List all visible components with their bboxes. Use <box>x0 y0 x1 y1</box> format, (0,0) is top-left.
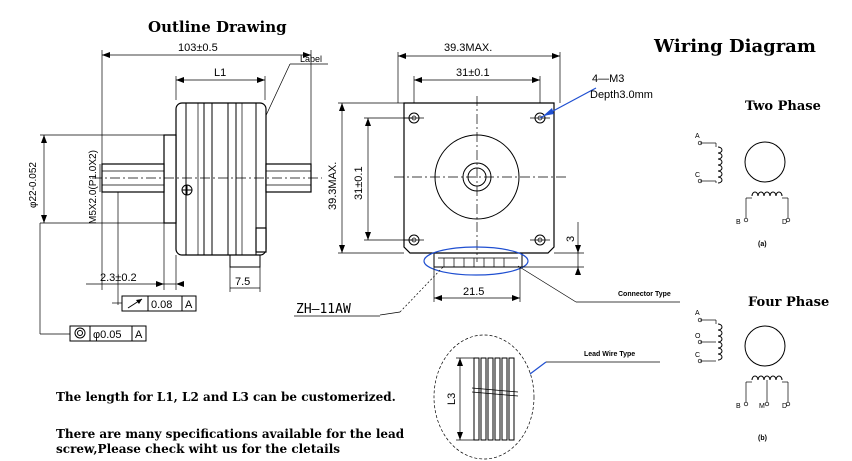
four-phase-title: Four Phase <box>748 295 829 310</box>
connector-width-dim: 21.5 <box>463 286 484 298</box>
thread-dim: M5X2.0(P1.0X2) <box>88 150 99 224</box>
lead-wire-detail: L3 Lead Wire Type <box>433 334 660 460</box>
four-phase-terminal-o: O <box>695 333 701 340</box>
width-max-dim: 39.3MAX. <box>444 42 492 54</box>
concentric-datum: A <box>135 329 143 341</box>
four-phase-terminal-d: D <box>782 403 787 410</box>
four-phase-terminal-c: C <box>695 352 700 359</box>
connector-part-callout: ZH—11AW <box>296 302 351 317</box>
tab-dim: 7.5 <box>235 276 250 288</box>
mount-holes-callout: 4—M3 <box>592 73 624 85</box>
lead-wire-type-callout: Lead Wire Type <box>584 351 635 358</box>
concentric-value: φ0.05 <box>93 329 122 341</box>
two-phase-terminal-a: A <box>695 133 700 140</box>
label-callout: Label <box>300 54 322 64</box>
depth-callout: Depth3.0mm <box>590 89 653 101</box>
connector-pins <box>443 258 505 267</box>
runout-value: 0.08 <box>151 299 172 311</box>
two-phase-caption: (a) <box>758 241 767 248</box>
overall-length-dim: 103±0.5 <box>178 42 218 54</box>
outline-drawing-title: Outline Drawing <box>148 18 287 36</box>
note-customizable-lengths: The length for L1, L2 and L3 can be cust… <box>56 390 396 404</box>
four-phase-terminal-b: B <box>736 403 741 410</box>
two-phase-terminal-d: D <box>782 219 787 226</box>
concentricity-tolerance: φ0.05 A <box>69 325 147 342</box>
two-phase-diagram: Two Phase A C B D (a) <box>695 99 821 248</box>
runout-datum: A <box>185 299 193 311</box>
motor-side-view: 103±0.5 L1 Label <box>28 42 328 342</box>
motor-front-view: 39.3MAX. 31±0.1 4—M3 Depth3.0mm <box>294 42 680 317</box>
four-phase-terminal-a: A <box>695 310 700 317</box>
offset-dim: 3 <box>565 236 577 242</box>
two-phase-terminal-c: C <box>695 172 700 179</box>
runout-tolerance: 0.08 A <box>121 295 197 312</box>
lead-wires <box>471 357 519 441</box>
four-phase-caption: (b) <box>758 435 767 442</box>
two-phase-title: Two Phase <box>745 99 821 114</box>
connector-type-callout: Connector Type <box>618 291 671 298</box>
hole-spacing-dim: 31±0.1 <box>456 67 490 79</box>
l3-dim: L3 <box>446 393 458 405</box>
pilot-diameter-dim: φ22-0.052 <box>28 162 39 208</box>
hole-spacing-v-dim: 31±0.1 <box>353 166 365 200</box>
l1-dim: L1 <box>214 67 226 79</box>
note-specifications-line1: There are many specifications available … <box>56 427 405 441</box>
note-specifications-line2: screw,Please check wiht us for the cleta… <box>56 442 340 456</box>
four-phase-terminal-m: M <box>759 403 765 410</box>
wiring-diagram-title: Wiring Diagram <box>653 36 816 57</box>
four-phase-diagram: Four Phase A O C B M D (b) <box>695 295 829 442</box>
two-phase-terminal-b: B <box>736 219 741 226</box>
height-max-dim: 39.3MAX. <box>327 162 339 210</box>
